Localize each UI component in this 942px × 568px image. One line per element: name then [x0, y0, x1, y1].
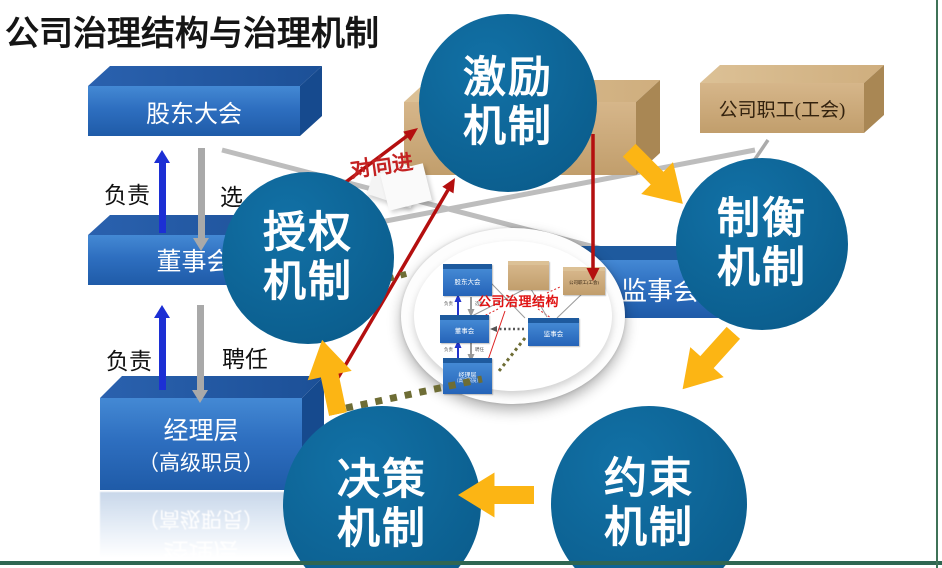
management-box-face: 经理层 （高级职员） [100, 398, 302, 490]
management-label-2: （高级职员） [138, 451, 264, 475]
authorization-label-2: 机制 [263, 258, 353, 306]
checks-label-1: 制衡 [717, 194, 807, 243]
label-responsible-upper: 负责 [104, 183, 150, 208]
responsible-up-arrow-bottom [154, 305, 170, 390]
inset-employees-box: 公司职工(工会) [563, 267, 605, 295]
slide-title: 公司治理结构与治理机制 [5, 15, 379, 53]
constraint-mechanism-circle: 约束 机制 [551, 406, 747, 568]
shareholders-box: 股东大会 [88, 66, 322, 136]
elect-down-arrow [193, 148, 209, 251]
employees-box-top [700, 65, 884, 83]
inset-label-appoint: 聘任 [475, 347, 484, 352]
inset-label-responsible-upper: 负责 [444, 301, 453, 306]
label-appoint: 聘任 [222, 347, 268, 372]
checks-mechanism-circle: 制衡 机制 [676, 158, 848, 330]
employees-box: 公司职工(工会) [700, 65, 884, 133]
inset-management-label-2: （高级职员） [454, 378, 481, 384]
management-box: 经理层 （高级职员） [100, 376, 324, 490]
slide-border-right [936, 0, 938, 568]
inset-board-label: 董事会 [454, 327, 475, 335]
inset-supervisory-label: 监事会 [543, 330, 564, 338]
inset-supervisory-box: 监事会 [528, 318, 579, 346]
gold-arrow-checks-to-constraint [664, 316, 752, 406]
management-label-1: 经理层 [163, 418, 239, 445]
inset-tan-box [508, 261, 549, 290]
employees-box-face: 公司职工(工会) [700, 83, 864, 133]
authorization-mechanism-circle: 授权 机制 [222, 172, 394, 344]
checks-label-2: 机制 [717, 244, 807, 292]
shareholders-box-top [88, 66, 322, 86]
management-box-top [100, 376, 324, 398]
employees-label: 公司职工(工会) [718, 99, 846, 121]
incentive-label-2: 机制 [463, 103, 553, 151]
inset-shareholders-label: 股东大会 [454, 278, 481, 286]
inset-board-box: 董事会 [440, 315, 489, 343]
responsible-up-arrow-top [154, 150, 170, 233]
shareholders-box-side [300, 66, 322, 136]
appoint-down-arrow [192, 305, 208, 403]
incentive-label-1: 激励 [463, 53, 553, 102]
shareholders-box-face: 股东大会 [88, 86, 300, 136]
label-responsible-lower: 负责 [106, 349, 152, 374]
authorization-label-1: 授权 [263, 208, 353, 257]
inset-title: 公司治理结构 [478, 294, 560, 309]
decision-mechanism-circle: 决策 机制 [283, 406, 481, 568]
employees-box-side [864, 65, 884, 133]
shareholders-label: 股东大会 [146, 101, 242, 128]
constraint-label-2: 机制 [604, 504, 694, 552]
board-label: 董事会 [156, 249, 232, 276]
inset-employees-label: 公司职工(工会) [569, 279, 599, 285]
inset-management-box: 经理层 （高级职员） [443, 358, 492, 394]
decision-label-1: 决策 [337, 455, 427, 504]
incentive-mechanism-circle: 激励 机制 [419, 14, 597, 192]
slide-border-bottom [0, 561, 942, 565]
constraint-label-1: 约束 [604, 454, 694, 503]
inset-label-responsible-lower: 负责 [444, 347, 453, 352]
decision-label-2: 机制 [337, 505, 427, 553]
